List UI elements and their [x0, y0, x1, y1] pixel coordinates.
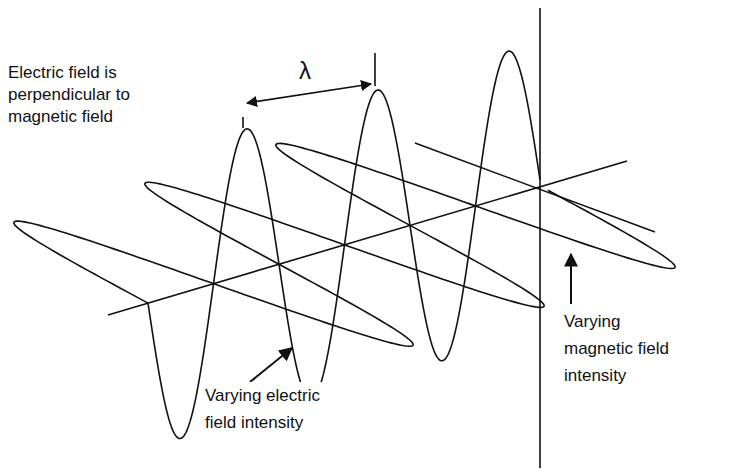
- wavelength-symbol: λ: [298, 58, 312, 84]
- caption-note: Electric field is perpendicular to magne…: [7, 62, 157, 128]
- pointer-arrow: [250, 348, 292, 382]
- vertical-axis: [539, 8, 541, 468]
- electric-label: Varying electric field intensity: [204, 382, 322, 436]
- wavelength-arrow: [247, 84, 371, 103]
- propagation-axis: [108, 161, 627, 315]
- magnetic-axis: [415, 143, 655, 232]
- magnetic-label: Varying magnetic field intensity: [563, 308, 689, 389]
- wavelength-tick: [242, 117, 244, 128]
- pointer-arrow: [570, 254, 572, 304]
- wavelength-tick: [374, 53, 376, 86]
